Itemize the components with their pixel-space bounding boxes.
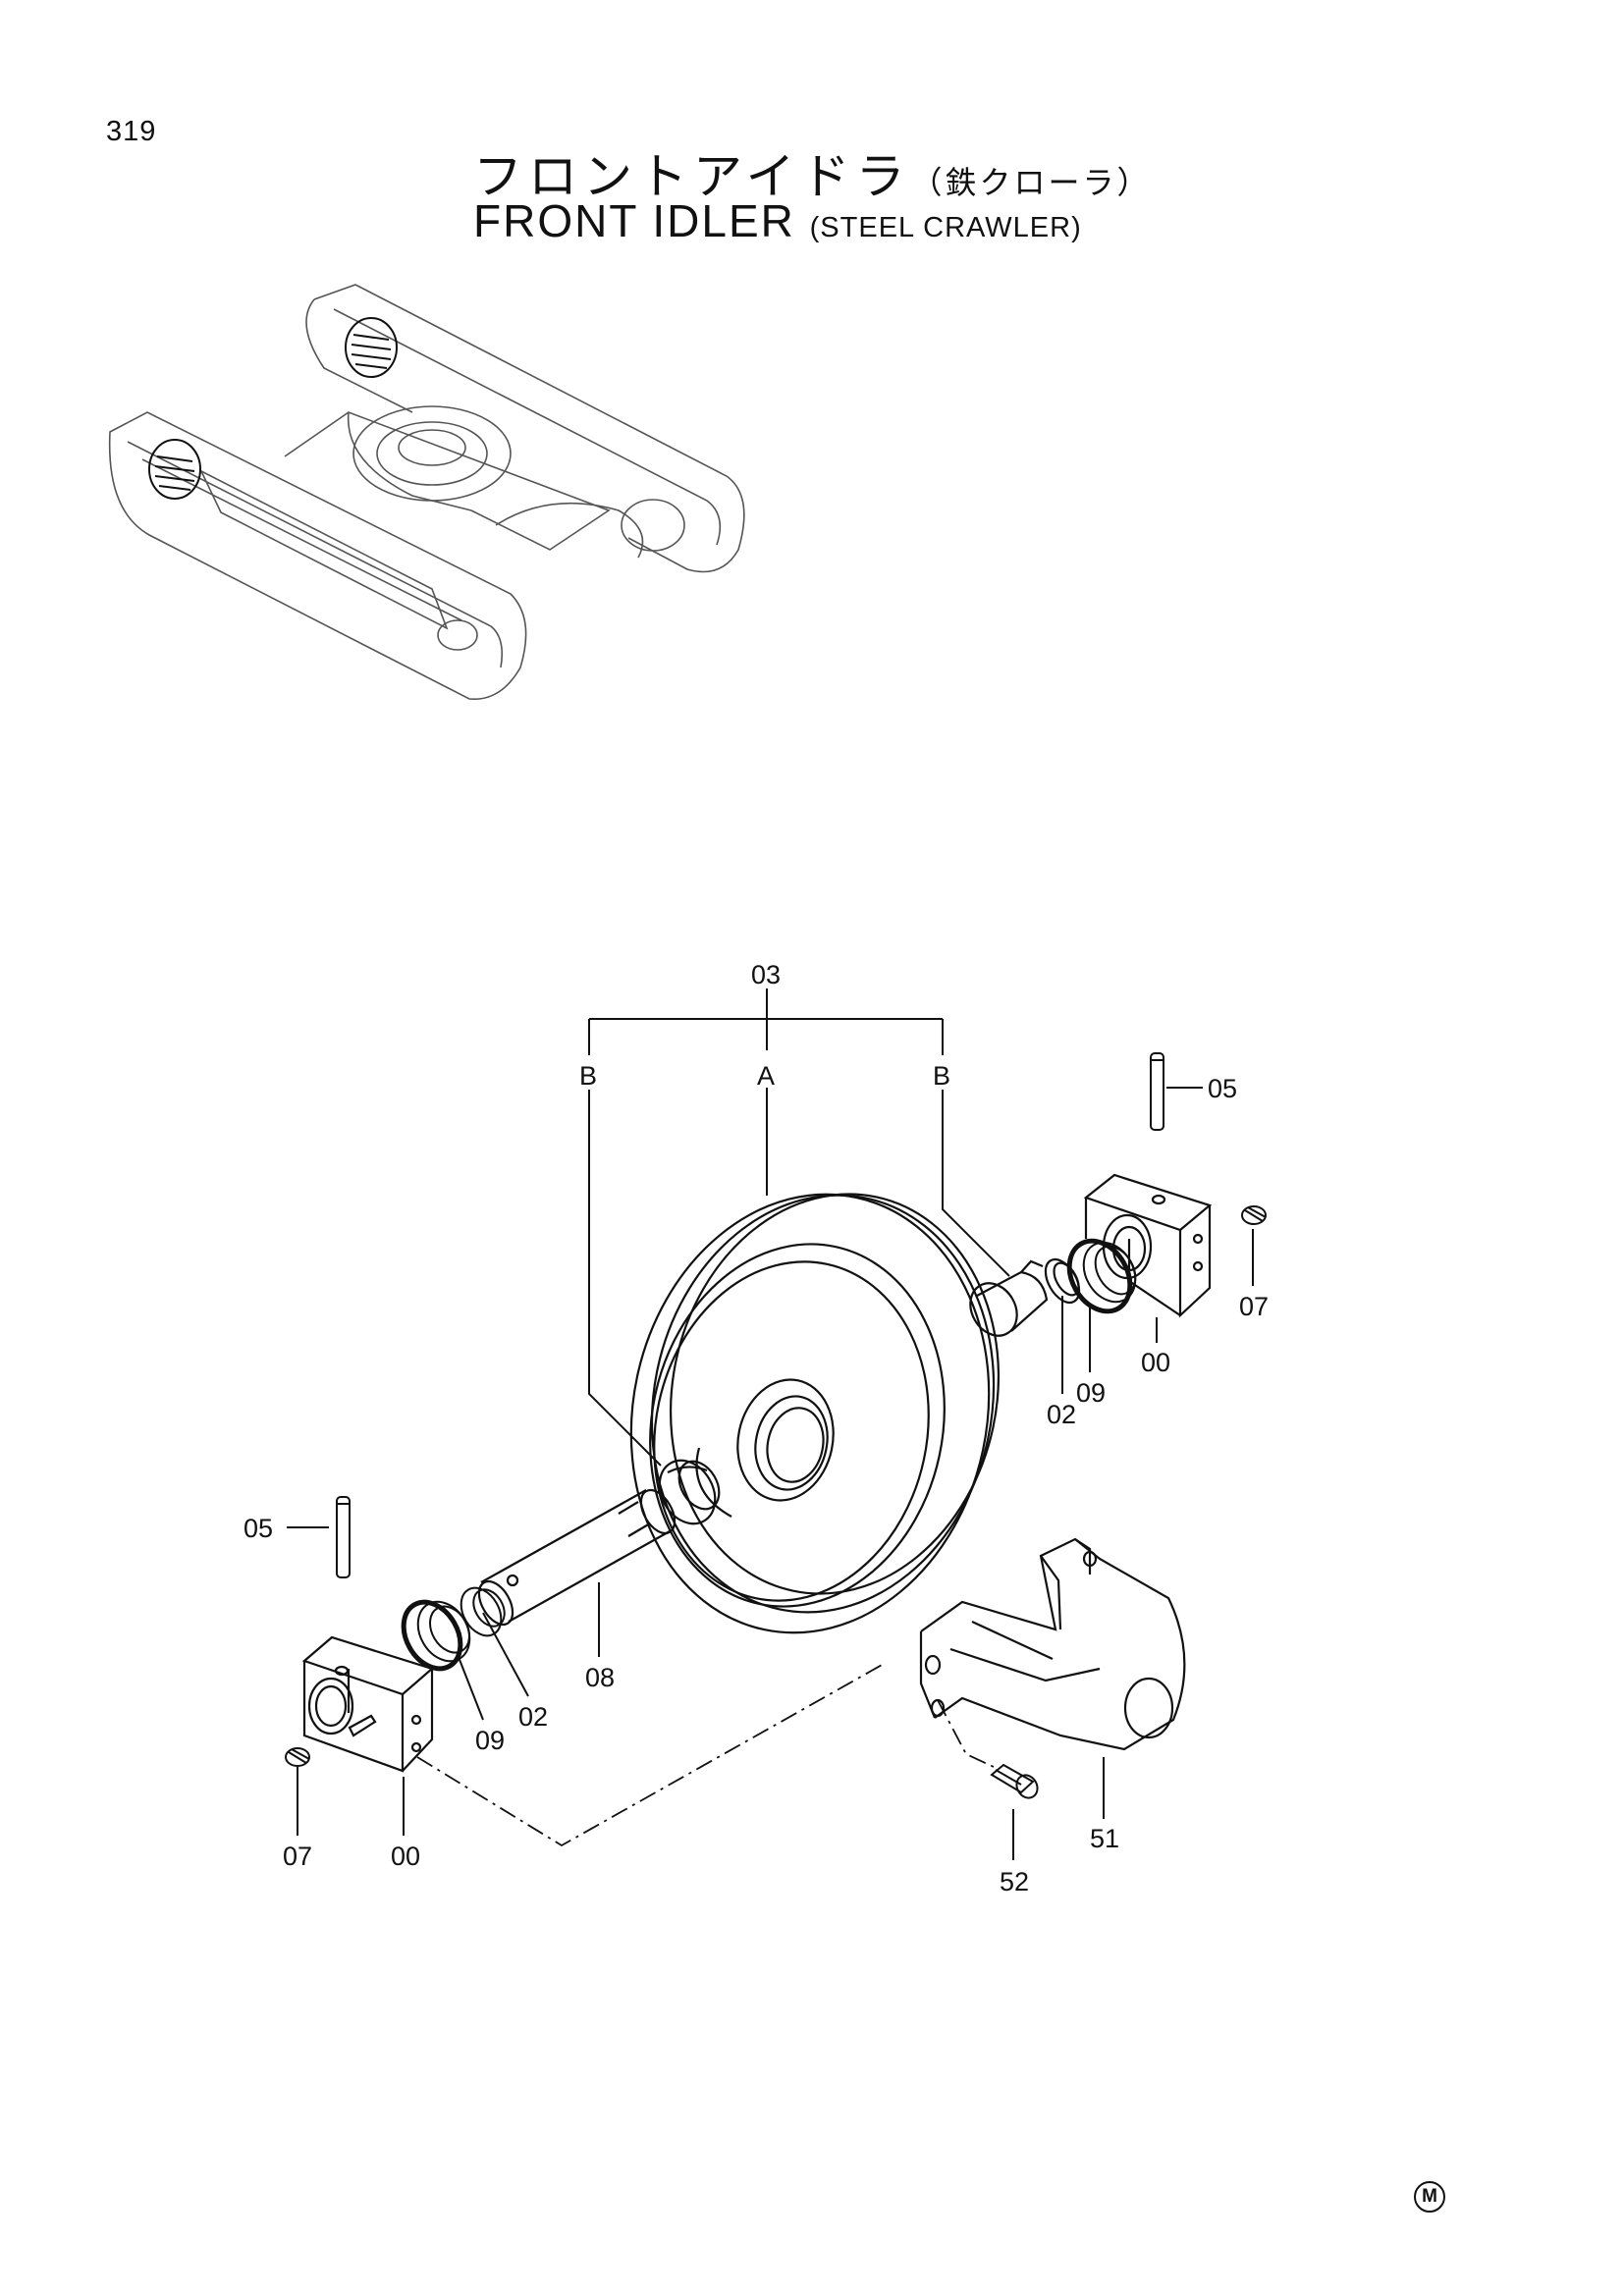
callout-51: 51 (1090, 1824, 1119, 1853)
callout-b-left: B (579, 1061, 597, 1091)
undercarriage-locator-drawing (108, 284, 745, 700)
callout-02-right: 02 (1047, 1400, 1076, 1429)
bolt (990, 1763, 1039, 1799)
manufacturer-mark: M (1414, 2181, 1445, 2213)
callout-leaders (287, 988, 1254, 1860)
callout-02-left: 02 (518, 1702, 548, 1732)
floating-seal-right (1066, 1238, 1137, 1314)
idler-yoke (919, 1537, 1186, 1751)
title-english-main: FRONT IDLER (473, 195, 795, 246)
title-english: FRONT IDLER (STEEL CRAWLER) (473, 194, 1082, 247)
callout-a: A (757, 1061, 775, 1091)
floating-seal-left (401, 1599, 471, 1672)
callout-03: 03 (751, 960, 781, 989)
callout-52: 52 (1000, 1867, 1029, 1896)
plug-right (1241, 1205, 1267, 1225)
pin-right (1150, 1052, 1164, 1131)
callout-07-right: 07 (1239, 1292, 1269, 1321)
title-japanese-main: フロントアイドラ (473, 148, 911, 205)
callout-09-right: 09 (1076, 1378, 1106, 1408)
title-english-sub: (STEEL CRAWLER) (809, 212, 1082, 243)
callout-08: 08 (585, 1663, 615, 1692)
bracket-left (301, 1635, 435, 1773)
title-japanese: フロントアイドラ（鉄クローラ） (473, 137, 1152, 208)
collar-right (969, 1257, 1081, 1337)
callout-05-right: 05 (1208, 1074, 1237, 1103)
callout-b-right: B (933, 1061, 950, 1091)
title-japanese-sub: （鉄クローラ） (910, 164, 1152, 201)
callout-09-left: 09 (475, 1726, 505, 1755)
callout-00-right: 00 (1141, 1348, 1170, 1377)
callout-05-left: 05 (244, 1514, 273, 1543)
assembly-phantom-lines (416, 1663, 995, 1847)
idler-wheel (629, 1193, 1001, 1634)
bracket-right (1083, 1173, 1213, 1318)
plug-left (285, 1747, 310, 1767)
idler-shaft (477, 1459, 721, 1627)
page-number: 319 (106, 116, 157, 147)
callout-00-left: 00 (391, 1842, 420, 1871)
callout-07-left: 07 (283, 1842, 312, 1871)
pin-left (336, 1496, 351, 1578)
collar-left (460, 1586, 506, 1637)
